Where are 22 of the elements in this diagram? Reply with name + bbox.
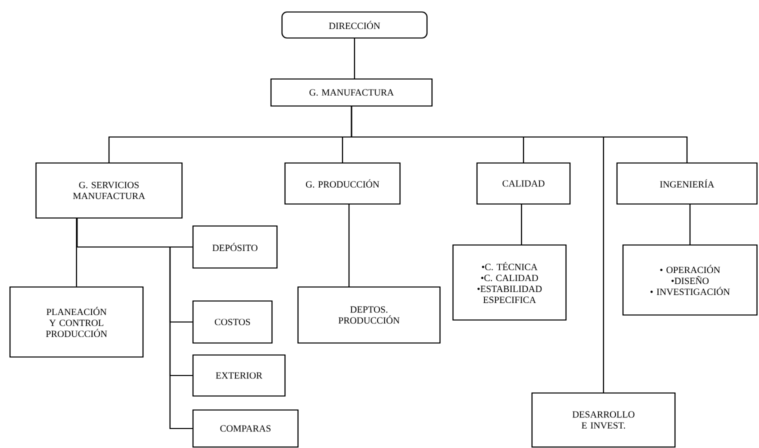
connector-line (520, 204, 522, 245)
org-box: INGENIERÍA (616, 162, 758, 205)
org-box: DIRECCIÓN (281, 11, 428, 39)
org-box: DESARROLLO E INVEST. (531, 392, 676, 448)
org-box: EXTERIOR (192, 354, 286, 397)
org-box: CALIDAD (476, 162, 571, 205)
org-box: PLANEACIÓN Y CONTROL PRODUCCIÓN (9, 286, 144, 358)
org-box: G. PRODUCCIÓN (284, 162, 401, 205)
org-box: • OPERACIÓN •DISEÑO • INVESTIGACIÓN (622, 244, 758, 316)
org-box: G. MANUFACTURA (270, 78, 433, 107)
org-box: G. SERVICIOS MANUFACTURA (35, 162, 183, 219)
connector-line (76, 218, 78, 286)
connector-line (76, 218, 192, 430)
org-box: COSTOS (192, 300, 273, 344)
connector-line (348, 204, 350, 287)
connector-line (354, 38, 356, 79)
connector-line (350, 106, 688, 162)
org-box: DEPÓSITO (192, 225, 278, 269)
org-box: •C. TÉCNICA •C. CALIDAD •ESTABILIDAD ESPECIFICA (452, 244, 567, 321)
connector-line (689, 204, 691, 245)
org-box: DEPTOS. PRODUCCIÓN (297, 286, 441, 344)
org-box: COMPARAS (192, 409, 299, 448)
